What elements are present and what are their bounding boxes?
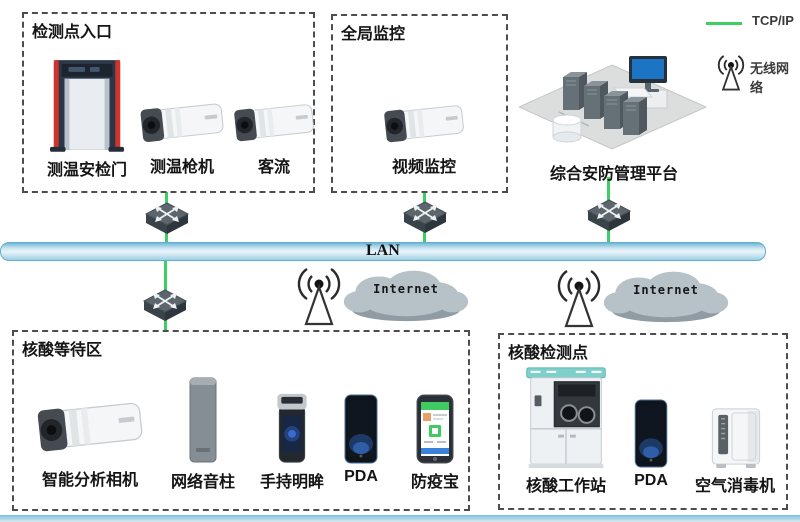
group-box-entrance: 检测点入口 <box>22 12 315 193</box>
device-label: 手持明眸 <box>259 474 324 491</box>
security-gate-icon <box>49 60 125 152</box>
bullet-camera-icon <box>384 105 464 143</box>
device-handheld-terminal: 手持明眸 <box>252 390 332 492</box>
switch-icon-platform <box>586 199 632 231</box>
group-box-waiting-area: 核酸等待区 <box>12 330 470 511</box>
device-label: 防疫宝 <box>410 474 459 491</box>
bottom-bus-bar <box>0 515 800 522</box>
legend-tcpip-label: TCP/IP <box>752 13 794 28</box>
handheld-terminal-icon <box>277 393 307 463</box>
device-video-surveillance-camera: 视频监控 <box>372 95 476 177</box>
testing-box-title: 核酸检测点 <box>508 345 589 362</box>
wireless-antenna-icon-left <box>297 268 341 326</box>
bullet-camera-icon <box>140 103 224 143</box>
pda-phone-icon <box>344 394 378 464</box>
legend-tcpip-line <box>706 22 742 25</box>
cloud-icon <box>603 271 729 323</box>
device-label: PDA <box>344 468 378 485</box>
device-network-speaker-column: 网络音柱 <box>168 376 238 492</box>
workstation-icon <box>526 367 606 469</box>
waiting-box-title: 核酸等待区 <box>22 342 103 359</box>
internet-cloud-right: Internet <box>598 261 734 325</box>
device-epidemic-prevention-app-phone: 防疫宝 <box>404 392 466 492</box>
device-thermal-camera: 测温枪机 <box>130 93 234 177</box>
global-box-title: 全局监控 <box>341 26 406 43</box>
bullet-camera-icon <box>37 402 143 452</box>
internet-label-left: Internet <box>373 282 439 296</box>
group-box-testing-point: 核酸检测点 <box>498 333 788 510</box>
device-air-disinfector: 空气消毒机 <box>688 403 782 496</box>
switch-icon-global <box>402 201 448 233</box>
bullet-camera-icon <box>234 104 314 142</box>
switch-icon-entrance <box>144 202 190 234</box>
wireless-antenna-icon-right <box>557 270 601 328</box>
server-platform-icon <box>519 56 708 150</box>
legend-wireless-icon <box>717 55 745 91</box>
device-label: PDA <box>634 472 668 489</box>
column-speaker-icon <box>189 377 217 463</box>
switch-icon-waiting <box>142 289 188 321</box>
device-pda-waiting: PDA <box>332 392 390 486</box>
internet-label-right: Internet <box>633 283 699 297</box>
device-label: 测温安检门 <box>46 162 127 179</box>
air-disinfector-icon <box>711 408 761 469</box>
cloud-icon <box>343 270 469 322</box>
lan-bus-bar <box>0 242 766 261</box>
device-label: 空气消毒机 <box>694 478 775 495</box>
device-passenger-flow-camera: 客流 <box>226 93 322 177</box>
device-label: 测温枪机 <box>149 159 214 176</box>
device-nucleic-acid-workstation: 核酸工作站 <box>514 364 618 496</box>
device-temperature-security-gate: 测温安检门 <box>32 56 142 180</box>
device-label: 客流 <box>257 159 290 176</box>
platform-label: 综合安防管理平台 <box>549 166 678 183</box>
pda-phone-icon <box>634 399 668 468</box>
health-app-phone-icon <box>416 394 454 464</box>
device-label: 网络音柱 <box>170 474 235 491</box>
device-security-management-platform: 综合安防管理平台 <box>518 50 710 184</box>
device-smart-analysis-camera: 智能分析相机 <box>20 388 160 490</box>
device-label: 核酸工作站 <box>525 478 606 495</box>
internet-cloud-left: Internet <box>338 260 474 324</box>
legend-wireless-label: 无线网络 <box>750 61 790 95</box>
entrance-box-title: 检测点入口 <box>32 24 113 41</box>
device-label: 智能分析相机 <box>41 472 138 489</box>
lan-label: LAN <box>366 242 400 259</box>
group-box-global-monitoring: 全局监控 <box>331 14 508 193</box>
device-label: 视频监控 <box>391 159 456 176</box>
device-pda-testing: PDA <box>626 397 676 490</box>
